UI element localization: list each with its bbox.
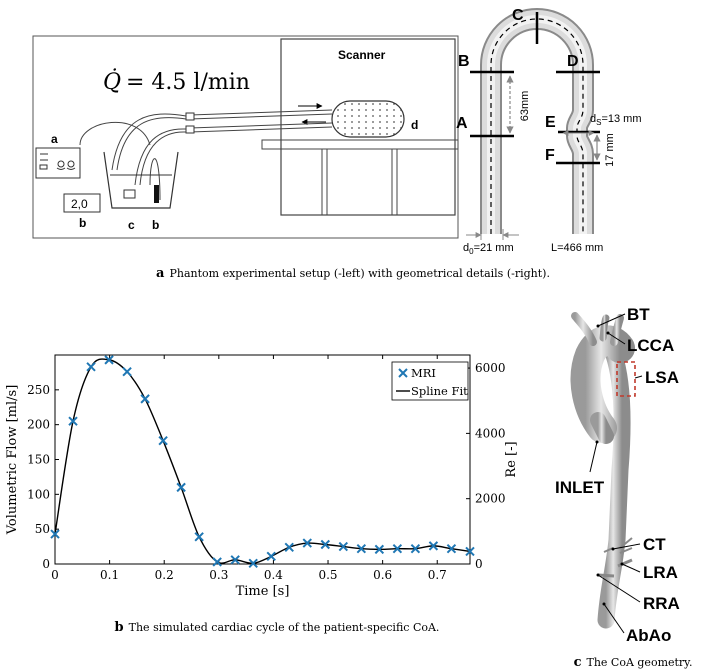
scanner-label: Scanner	[338, 48, 386, 62]
legend-mri-marker	[398, 368, 408, 378]
label-LCCA: LCCA	[627, 336, 674, 355]
mri-point	[338, 541, 349, 552]
x-tick-label: 0.4	[264, 568, 283, 582]
label-c: c	[128, 218, 135, 232]
mri-point	[446, 543, 457, 554]
mri-point	[410, 543, 421, 554]
stenosis-diameter: dS=13 mm	[590, 113, 642, 127]
legend-box	[391, 361, 469, 401]
flow-symbol: Q̇	[103, 69, 121, 95]
mri-point	[104, 355, 114, 365]
y-tick-label: 50	[35, 522, 50, 536]
mri-point	[428, 541, 439, 551]
descending-aorta	[597, 346, 631, 629]
mri-point	[356, 543, 367, 554]
lsa-highlight-box	[616, 361, 636, 397]
setup-diagram: Scanner d c b	[32, 35, 459, 239]
label-LRA: LRA	[643, 563, 678, 582]
label-INLET: INLET	[555, 478, 605, 497]
y-tick-label: 150	[27, 453, 50, 467]
y-tick-label: 250	[27, 383, 50, 397]
geometry-diagram: B A C D E F 63mm 17 mm dS=13 mm d0=21 mm…	[456, 7, 642, 256]
total-length: L=466 mm	[551, 242, 603, 254]
mri-point	[194, 532, 204, 542]
label-a: a	[51, 132, 58, 146]
inlet-vessel	[590, 412, 614, 444]
label-B: B	[458, 53, 470, 70]
y2-tick-label: 0	[475, 557, 483, 571]
label-E: E	[545, 114, 556, 131]
length-63mm: 63mm	[519, 91, 531, 122]
x-tick-label: 0.5	[318, 568, 337, 582]
label-LSA: LSA	[645, 368, 679, 387]
scanner-table	[261, 139, 459, 150]
setup-frame	[32, 35, 459, 239]
mri-point	[302, 538, 312, 548]
label-RRA: RRA	[643, 594, 680, 613]
x-tick-label: 0.1	[100, 568, 119, 582]
y-axis-label: Volumetric Flow [ml/s]	[5, 385, 20, 536]
x-tick-label: 0	[51, 568, 59, 582]
label-AbAo: AbAo	[626, 626, 671, 645]
label-b2: b	[152, 218, 159, 232]
flow-display-value: 2,0	[71, 197, 88, 211]
mri-point	[248, 558, 258, 569]
x-axis-label: Time [s]	[236, 584, 290, 599]
y-tick-label: 100	[27, 487, 50, 501]
mri-point	[122, 367, 132, 377]
flow-display	[63, 193, 101, 213]
mri-point	[86, 362, 96, 372]
label-A: A	[456, 115, 468, 132]
flow-chart: 0 0.1 0.2 0.3 0.4 0.5 0.6 0.7 0 50 100 150 200 250 0 20…	[5, 354, 519, 599]
mri-point	[465, 546, 475, 557]
y2-tick-label: 4000	[475, 426, 506, 440]
mri-point	[68, 416, 78, 426]
label-BT: BT	[627, 305, 650, 324]
x-tick-label: 0.2	[155, 568, 174, 582]
reservoir	[103, 151, 179, 209]
flow-value: = 4.5 l/min	[126, 70, 250, 95]
y2-tick-label: 6000	[475, 361, 506, 375]
y-tick-label: 200	[27, 418, 50, 432]
legend-mri-label: MRI	[411, 366, 436, 380]
y-tick-label: 0	[42, 557, 50, 571]
x-tick-label: 0.6	[373, 568, 392, 582]
mri-point	[266, 551, 276, 562]
mri-point	[374, 544, 385, 555]
y2-tick-label: 2000	[475, 492, 506, 506]
sensor-b	[154, 185, 159, 203]
mri-point	[230, 555, 240, 565]
coa-geometry: BT LCCA LSA INLET CT LRA RRA AbAo	[555, 305, 680, 645]
label-D: D	[567, 53, 579, 70]
mri-point	[140, 394, 150, 404]
scanner-box	[280, 38, 456, 216]
label-d: d	[411, 118, 418, 132]
length-17mm: 17 mm	[604, 133, 616, 167]
mri-point	[392, 543, 403, 554]
x-tick-label: 0.3	[209, 568, 228, 582]
mri-point	[284, 542, 294, 552]
mri-point	[158, 435, 168, 446]
y2-axis-label: Re [-]	[504, 441, 519, 477]
mri-point	[320, 539, 331, 550]
phantom-capsule	[331, 100, 405, 138]
inlet-diameter: d0=21 mm	[463, 242, 514, 256]
mri-point	[176, 482, 186, 493]
mri-point	[50, 529, 60, 539]
label-C: C	[512, 7, 524, 24]
label-F: F	[545, 147, 555, 164]
pump-c	[123, 189, 136, 199]
legend-fit-label: Spline Fit	[411, 384, 468, 398]
x-tick-label: 0.7	[428, 568, 447, 582]
label-CT: CT	[643, 535, 666, 554]
label-b1: b	[79, 216, 86, 230]
mri-point	[212, 557, 222, 567]
